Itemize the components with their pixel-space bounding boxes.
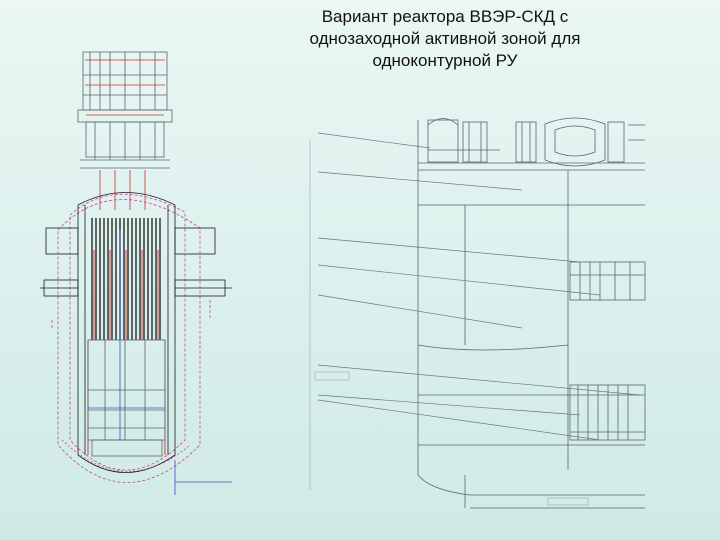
upper-unit (77, 51, 173, 169)
core-blue-lines (88, 230, 165, 440)
upper-unit-red-lines (85, 59, 165, 210)
detail-faint-marks (309, 140, 589, 506)
bottom-dashed (61, 439, 191, 472)
reactor-cross-section-drawing (40, 51, 232, 495)
bottom-support (174, 460, 232, 495)
nozzles (40, 227, 232, 297)
core-fuel-assemblies (91, 218, 161, 340)
detail-mid-block (569, 261, 646, 301)
reactor-detail-drawing (417, 117, 646, 509)
slide-title-line-2: однозаходной активной зоной для (309, 29, 581, 48)
slide-title: Вариант реактора ВВЭР-СКД с однозаходной… (280, 6, 610, 72)
detail-top-components (418, 117, 645, 171)
slide-title-line-1: Вариант реактора ВВЭР-СКД с (321, 7, 569, 26)
vessel-outline (51, 193, 211, 483)
slide-title-line-3: одноконтурной РУ (372, 51, 518, 70)
detail-lower-block (569, 384, 646, 441)
detail-leader-lines (317, 132, 641, 441)
core-lower-structure (87, 339, 166, 457)
detail-vessel-body (417, 120, 645, 509)
